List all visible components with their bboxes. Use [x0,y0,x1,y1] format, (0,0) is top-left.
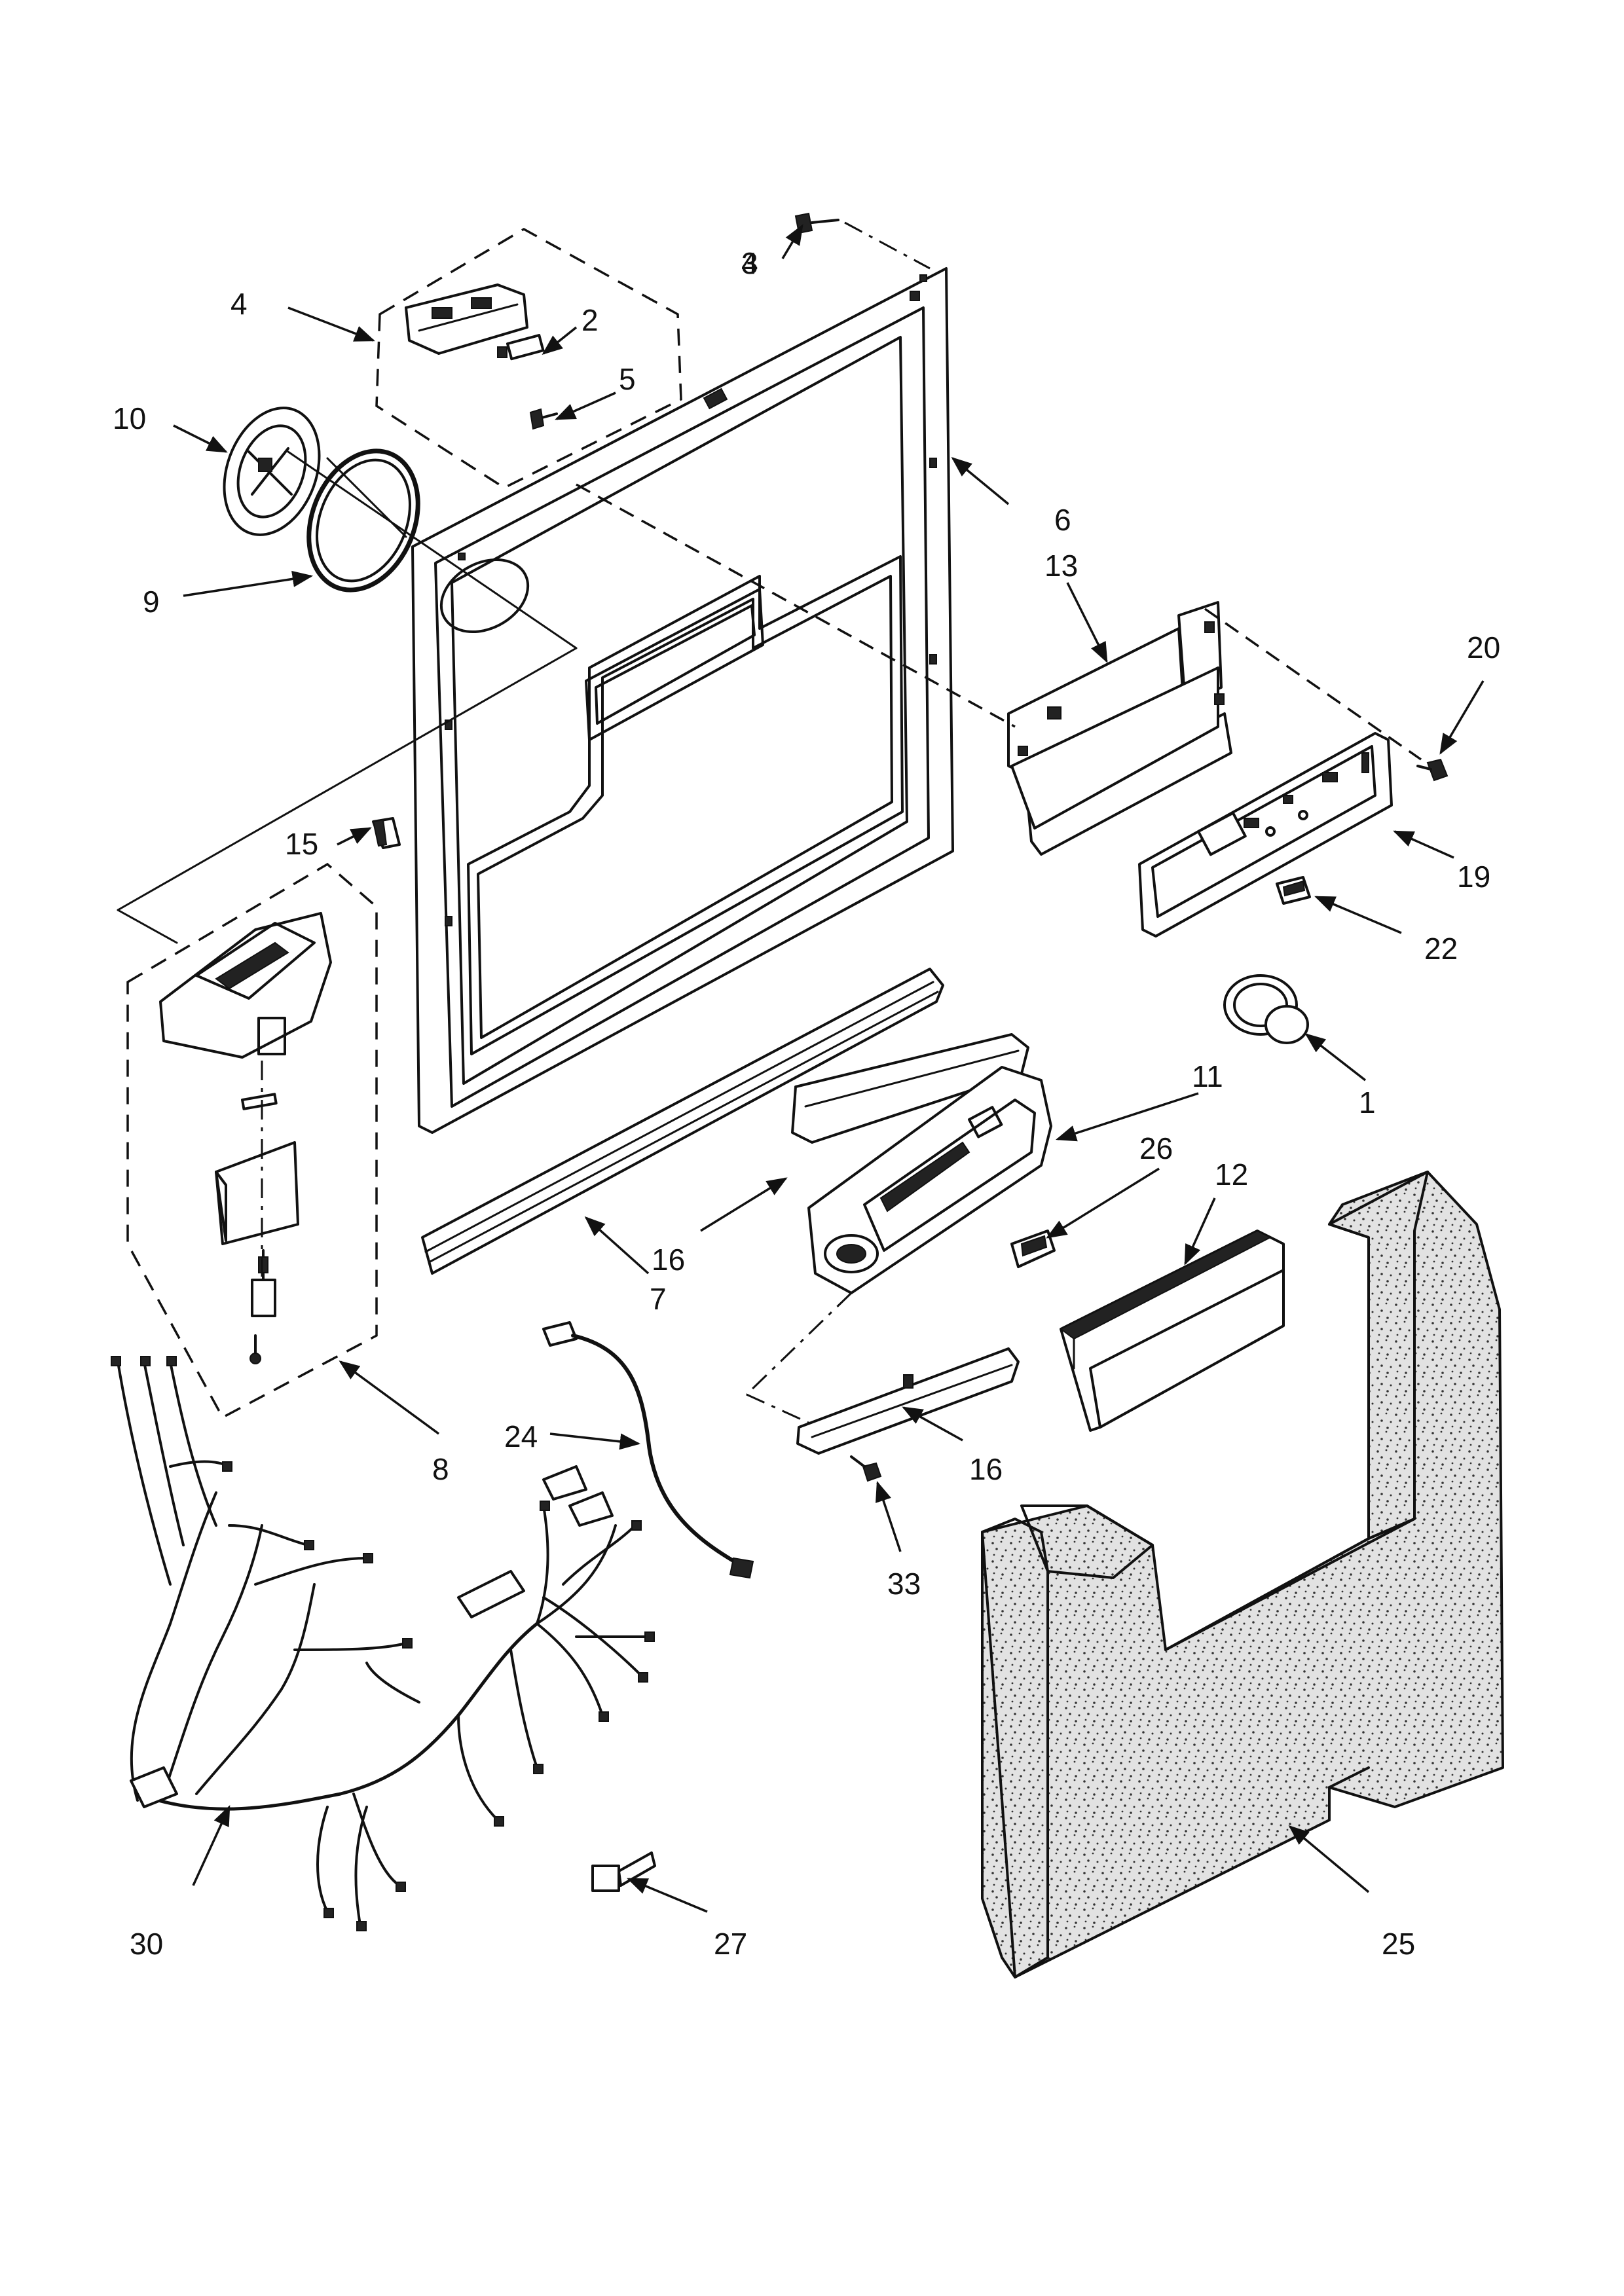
callout-13: 13 [1044,549,1078,583]
callout-26: 26 [1139,1131,1173,1165]
callout-1: 1 [1359,1085,1376,1120]
latch-bracket [405,283,528,355]
vent-cap [223,407,321,536]
callout-6: 6 [1054,503,1071,537]
control-panel-bracket [1007,601,1232,856]
callout-20: 20 [1467,630,1500,665]
leader-lines [173,224,1485,1913]
control-screw [1416,758,1449,782]
callout-4: 4 [231,287,248,321]
wire-connector [591,1851,656,1892]
latch-switch [497,334,545,361]
callout-3: 4 [741,246,758,280]
dispenser-clip [241,1093,278,1110]
callout-19: 19 [1457,860,1490,894]
splash-shield [1060,1230,1285,1432]
door-insulation [981,1171,1504,1978]
callout-12: 12 [1215,1157,1248,1192]
door-latch-clip [1010,1230,1056,1268]
callout-16-upper: 16 [652,1243,685,1277]
control-knob [1223,974,1309,1044]
latch-kit-group [375,227,682,490]
dispenser-shield [215,1141,299,1245]
latch-screw [529,408,558,430]
callout-8: 8 [432,1452,449,1486]
callout-30: 30 [130,1927,163,1961]
callout-15: 15 [285,827,318,861]
trim-screw [850,1455,882,1482]
dispenser-assembly-group [126,862,378,1419]
callout-9: 9 [143,585,160,619]
callout-5: 5 [619,362,636,396]
panel-screw [794,212,931,270]
part-labels: 4 4 4 4 [741,246,758,280]
door-cable [542,1321,754,1579]
part-labels-visible: 1 2 3 4 5 6 7 8 9 10 11 12 13 15 16 16 1… [113,246,1500,1961]
callout-33: 33 [887,1567,921,1601]
dispenser-housing [159,912,332,1059]
rinse-aid-hook [372,817,401,849]
control-board [1138,732,1393,938]
wire-harness [111,1356,655,1931]
callout-3: 3 [741,246,758,280]
callout-11: 11 [1192,1059,1223,1093]
callout-24: 24 [504,1419,538,1453]
callout-27: 27 [714,1927,747,1961]
door-bottom-strip [421,968,944,1275]
callout-22: 22 [1424,932,1458,966]
board-connector [1276,876,1311,905]
callout-7: 7 [650,1282,667,1316]
vent-gasket [306,448,420,592]
dispenser-door-module [807,1066,1052,1294]
callout-16-lower: 16 [969,1452,1003,1486]
inner-door-panel [411,267,954,1134]
console-trim-lower [796,1347,1020,1455]
callout-2: 2 [581,303,599,337]
callout-25: 25 [1382,1927,1415,1961]
callout-10: 10 [113,401,146,435]
